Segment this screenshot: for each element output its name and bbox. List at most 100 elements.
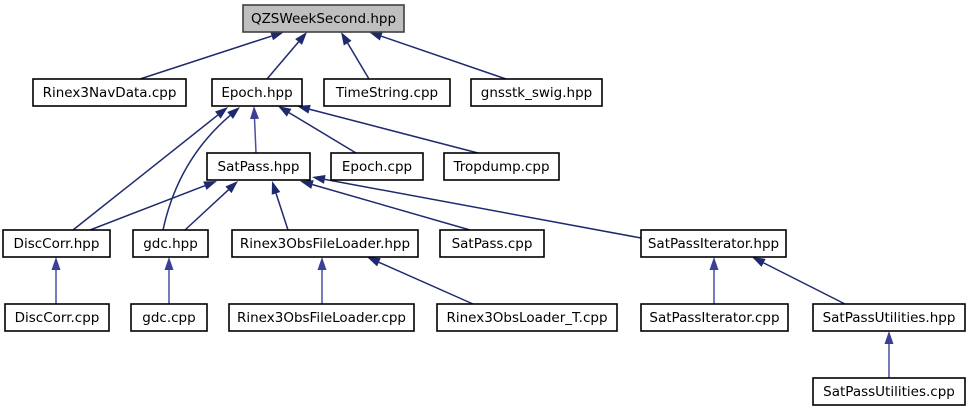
edge-arrowhead-icon <box>295 32 307 45</box>
node-box[interactable] <box>443 152 560 181</box>
node-rinex3obsloader_t_cpp[interactable]: Rinex3ObsLoader_T.cpp <box>436 303 618 332</box>
edge-line <box>266 41 300 80</box>
node-box[interactable] <box>211 78 303 107</box>
node-disccorr_cpp[interactable]: DiscCorr.cpp <box>4 303 110 332</box>
edge-arrowhead-icon <box>271 181 281 195</box>
node-satpassutilities_cpp[interactable]: SatPassUtilities.cpp <box>812 377 966 406</box>
node-tropdump_cpp[interactable]: Tropdump.cpp <box>443 152 560 181</box>
edge-arrowhead-icon <box>270 31 284 41</box>
edge-arrowhead-icon <box>164 257 174 270</box>
edge-line <box>378 261 474 305</box>
edge-satpassiterator_cpp-to-satpassiterator_hpp <box>709 257 719 304</box>
edge-arrowhead-icon <box>250 106 260 120</box>
edge-gnsstk_swig_hpp-to-qzsweeksecond_hpp <box>369 31 507 80</box>
edges-layer <box>51 31 894 378</box>
edge-line <box>275 193 289 231</box>
edge-satpassiterator_hpp-to-satpass_hpp <box>312 174 642 239</box>
node-gdc_cpp[interactable]: gdc.cpp <box>130 303 208 332</box>
edge-line <box>324 178 642 239</box>
node-box[interactable] <box>130 303 208 332</box>
edge-rinex3obsfileloader_cpp-to-rinex3obsfileloader_hpp <box>317 257 327 304</box>
node-box[interactable] <box>640 303 789 332</box>
edge-line <box>312 183 471 231</box>
node-rinex3obsfileloader_hpp[interactable]: Rinex3ObsFileLoader.hpp <box>231 229 419 258</box>
edge-line <box>309 108 479 154</box>
edge-arrowhead-icon <box>317 257 327 270</box>
edge-line <box>381 35 507 80</box>
node-satpass_cpp[interactable]: SatPass.cpp <box>439 229 545 258</box>
node-satpass_hpp[interactable]: SatPass.hpp <box>206 152 311 181</box>
node-timestring_cpp[interactable]: TimeString.cpp <box>323 78 451 107</box>
edge-line <box>139 35 272 80</box>
node-box[interactable] <box>436 303 618 332</box>
edge-arrowhead-icon <box>709 257 719 270</box>
edge-tropdump_cpp-to-epoch_hpp <box>297 104 479 154</box>
edge-line <box>253 118 257 154</box>
node-box[interactable] <box>32 78 187 107</box>
node-box[interactable] <box>206 152 311 181</box>
edge-epoch_hpp-to-qzsweeksecond_hpp <box>266 32 307 80</box>
node-qzsweeksecond_hpp[interactable]: QZSWeekSecond.hpp <box>242 4 405 33</box>
node-box[interactable] <box>439 229 545 258</box>
node-box[interactable] <box>132 229 209 258</box>
node-gnsstk_swig_hpp[interactable]: gnsstk_swig.hpp <box>470 78 603 107</box>
edge-line <box>184 189 229 231</box>
edge-arrowhead-icon <box>341 32 352 46</box>
node-box[interactable] <box>4 303 110 332</box>
edge-arrowhead-icon <box>51 257 61 270</box>
node-rinex3obsfileloader_cpp[interactable]: Rinex3ObsFileLoader.cpp <box>228 303 415 332</box>
node-satpassiterator_cpp[interactable]: SatPassIterator.cpp <box>640 303 789 332</box>
edge-line <box>288 112 357 154</box>
node-box[interactable] <box>2 229 111 258</box>
edge-rinex3navdata_cpp-to-qzsweeksecond_hpp <box>139 31 284 80</box>
node-disccorr_hpp[interactable]: DiscCorr.hpp <box>2 229 111 258</box>
node-box[interactable] <box>242 4 405 33</box>
edge-satpass_hpp-to-epoch_hpp <box>250 106 260 154</box>
node-box[interactable] <box>231 229 419 258</box>
node-gdc_hpp[interactable]: gdc.hpp <box>132 229 209 258</box>
edge-line <box>763 262 846 305</box>
node-epoch_hpp[interactable]: Epoch.hpp <box>211 78 303 107</box>
edge-gdc_hpp-to-epoch_hpp <box>162 107 240 231</box>
node-box[interactable] <box>330 152 424 181</box>
node-box[interactable] <box>812 303 966 332</box>
edge-line <box>162 114 231 231</box>
edge-disccorr_cpp-to-disccorr_hpp <box>51 257 61 304</box>
edge-disccorr_hpp-to-satpass_hpp <box>89 181 217 231</box>
node-box[interactable] <box>228 303 415 332</box>
edge-arrowhead-icon <box>884 331 894 344</box>
edge-rinex3obsloader_t_cpp-to-rinex3obsfileloader_hpp <box>367 257 474 305</box>
edge-satpassutilities_hpp-to-satpassiterator_hpp <box>752 257 846 305</box>
node-box[interactable] <box>470 78 603 107</box>
edge-arrowhead-icon <box>203 181 217 190</box>
edge-timestring_cpp-to-qzsweeksecond_hpp <box>341 32 370 80</box>
edge-arrowhead-icon <box>227 107 240 119</box>
edge-arrowhead-icon <box>225 181 238 194</box>
edge-disccorr_hpp-to-epoch_hpp <box>72 107 228 231</box>
edge-arrowhead-icon <box>367 257 381 267</box>
edge-arrowhead-icon <box>297 104 311 114</box>
edge-gdc_hpp-to-satpass_hpp <box>184 181 238 231</box>
node-rinex3navdata_cpp[interactable]: Rinex3NavData.cpp <box>32 78 187 107</box>
edge-line <box>72 114 219 231</box>
node-satpassutilities_hpp[interactable]: SatPassUtilities.hpp <box>812 303 966 332</box>
node-box[interactable] <box>812 377 966 406</box>
edge-arrowhead-icon <box>300 180 314 189</box>
edge-line <box>347 42 370 80</box>
edge-arrowhead-icon <box>215 107 228 119</box>
edge-epoch_cpp-to-epoch_hpp <box>278 106 357 154</box>
node-box[interactable] <box>323 78 451 107</box>
edge-line <box>89 184 206 231</box>
node-satpassiterator_hpp[interactable]: SatPassIterator.hpp <box>640 229 787 258</box>
node-epoch_cpp[interactable]: Epoch.cpp <box>330 152 424 181</box>
edge-arrowhead-icon <box>278 106 292 117</box>
edge-satpass_cpp-to-satpass_hpp <box>300 180 471 231</box>
edge-arrowhead-icon <box>312 174 326 184</box>
edge-arrowhead-icon <box>752 257 766 267</box>
node-box[interactable] <box>640 229 787 258</box>
edge-rinex3obsfileloader_hpp-to-satpass_hpp <box>271 181 289 231</box>
edge-arrowhead-icon <box>369 31 383 41</box>
